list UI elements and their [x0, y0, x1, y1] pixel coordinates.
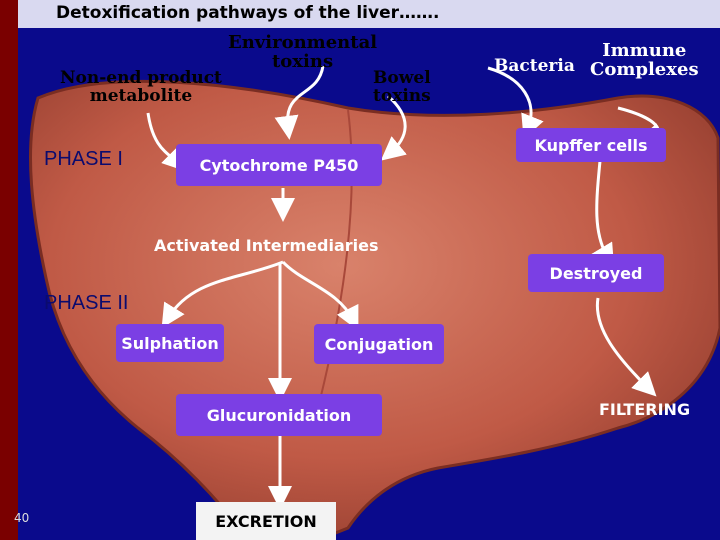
phase-two-label: PHASE II [44, 292, 129, 314]
sulphation-box: Sulphation [116, 324, 224, 362]
bacteria-label: Bacteria [494, 56, 575, 76]
non-end-product-label: Non-end product metabolite [60, 68, 222, 106]
slide-number: 40 [14, 511, 30, 525]
activated-intermediaries-label: Activated Intermediaries [154, 236, 379, 255]
immune-complexes-label: Immune Complexes [590, 40, 699, 80]
diagram-stage: Environmental toxins Non-end product met… [18, 28, 720, 540]
conjugation-box: Conjugation [314, 324, 444, 364]
cytochrome-p450-box: Cytochrome P450 [176, 144, 382, 186]
phase-one-label: PHASE I [44, 148, 123, 170]
title-bar [18, 0, 720, 28]
excretion-box: EXCRETION [196, 502, 336, 540]
glucuronidation-box: Glucuronidation [176, 394, 382, 436]
filtering-label: FILTERING [599, 400, 691, 419]
destroyed-box: Destroyed [528, 254, 664, 292]
left-accent-bar [0, 0, 18, 540]
environmental-toxins-label: Environmental toxins [228, 32, 378, 72]
kupffer-cells-box: Kupffer cells [516, 128, 666, 162]
slide-title: Detoxification pathways of the liver……. [56, 3, 440, 23]
bowel-toxins-label: Bowel toxins [373, 68, 431, 106]
